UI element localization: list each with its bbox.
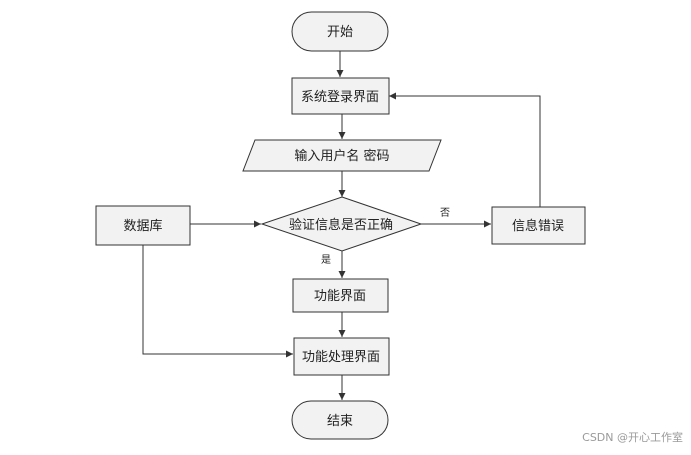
login-screen-box: 系统登录界面 [291, 77, 390, 115]
processing-screen-label: 功能处理界面 [302, 350, 380, 365]
login-screen-label: 系统登录界面 [301, 90, 379, 105]
end-label: 结束 [327, 414, 353, 429]
edge-label-yes: 是 [321, 254, 331, 266]
input-credentials-label: 输入用户名 密码 [294, 148, 389, 164]
error-box: 信息错误 [491, 206, 586, 245]
processing-screen-box: 功能处理界面 [293, 337, 390, 376]
database-box: 数据库 [95, 205, 191, 246]
start-label: 开始 [327, 25, 353, 40]
verify-label: 验证信息是否正确 [289, 217, 393, 233]
edge-database-to-processing [142, 245, 293, 358]
edge-label-no: 否 [440, 207, 450, 219]
error-label: 信息错误 [512, 218, 564, 234]
end-terminal: 结束 [291, 400, 389, 440]
database-label: 数据库 [123, 218, 162, 234]
edge-error-to-login [389, 92, 541, 207]
input-credentials-parallelogram: 输入用户名 密码 [242, 139, 442, 172]
watermark-text: CSDN @开心工作室 [582, 430, 683, 444]
start-terminal: 开始 [291, 11, 389, 52]
verify-decision: 验证信息是否正确 [260, 196, 423, 252]
function-screen-box: 功能界面 [292, 278, 389, 313]
function-screen-label: 功能界面 [314, 289, 366, 304]
